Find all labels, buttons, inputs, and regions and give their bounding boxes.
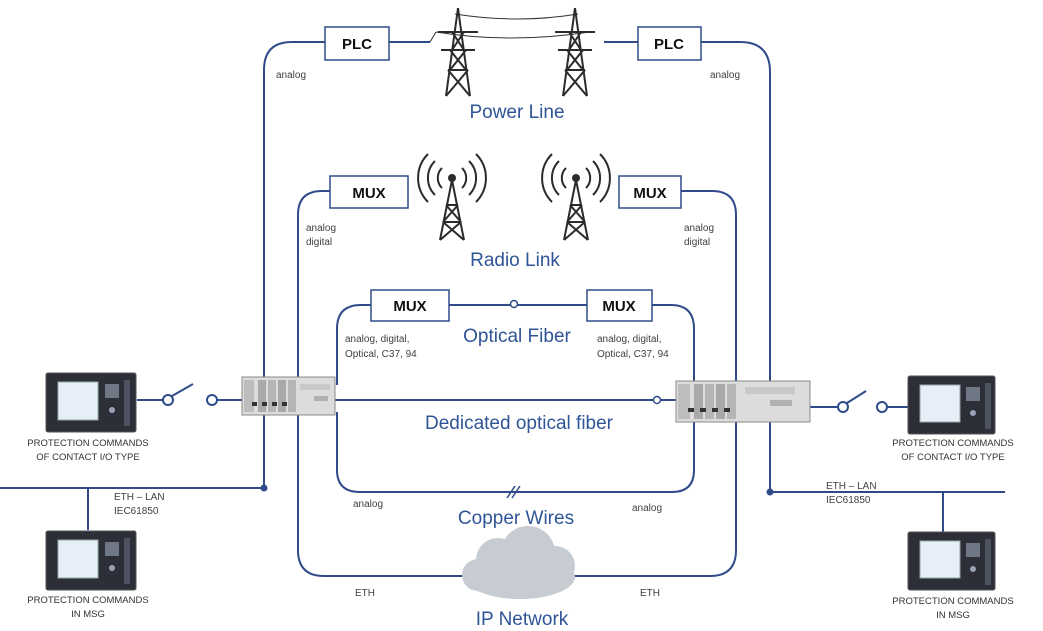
- lan-right-line2: IEC61850: [826, 495, 871, 506]
- cloud-icon: [462, 526, 575, 599]
- plc-right-box: [637, 26, 702, 61]
- fiber-right-line2: Optical, C37, 94: [597, 349, 669, 360]
- caption-right-top-1: PROTECTION COMMANDS: [892, 438, 1013, 449]
- dedicated-fiber-label: Dedicated optical fiber: [425, 413, 614, 434]
- junction-dots: [260, 484, 774, 496]
- line-markers: [509, 299, 662, 405]
- lan-left-line2: IEC61850: [114, 506, 159, 517]
- radio-left-analog-label: analog: [306, 223, 336, 234]
- caption-right-bottom-2: IN MSG: [936, 610, 970, 621]
- fiber-marker: [509, 299, 519, 309]
- mux-fiber-right-label: MUX: [602, 298, 635, 315]
- fiber-right-line1: analog, digital,: [597, 334, 662, 345]
- power-line-path-right: [701, 41, 771, 393]
- right-power-tower-icon: [555, 7, 595, 97]
- relay-left-bottom-icon: [45, 530, 137, 591]
- mux-radio-right-label: MUX: [633, 185, 666, 202]
- ip-network-label: IP Network: [476, 609, 569, 630]
- radio-left-digital-label: digital: [306, 237, 332, 248]
- radio-right-analog-label: analog: [684, 223, 714, 234]
- copper-wires-label: Copper Wires: [458, 508, 574, 529]
- right-teleprotection-unit: [675, 380, 811, 423]
- fiber-left-line2: Optical, C37, 94: [345, 349, 417, 360]
- left-switch: [162, 383, 218, 406]
- caption-left-bottom-1: PROTECTION COMMANDS: [27, 595, 148, 606]
- analog-plc-left-label: analog: [276, 70, 306, 81]
- lan-left-junction: [260, 484, 268, 492]
- relay-right-top-icon: [907, 375, 996, 435]
- optical-fiber-path-left: [336, 304, 371, 385]
- mux-fiber-left-box: [370, 289, 450, 322]
- analog-plc-right-label: analog: [710, 70, 740, 81]
- lan-left-line1: ETH – LAN: [114, 492, 165, 503]
- copper-slash-mark: [506, 485, 521, 499]
- radio-right-digital-label: digital: [684, 237, 710, 248]
- radio-link-label: Radio Link: [470, 250, 560, 271]
- dedicated-fiber-marker: [652, 395, 662, 405]
- copper-left-label: analog: [353, 499, 383, 510]
- power-line-path-left: [263, 41, 325, 385]
- mux-radio-right-box: [618, 175, 682, 209]
- plc-left-label: PLC: [342, 36, 372, 53]
- mux-radio-left-label: MUX: [352, 185, 385, 202]
- lan-right-line1: ETH – LAN: [826, 481, 877, 492]
- plc-right-label: PLC: [654, 36, 684, 53]
- lan-right-junction: [766, 488, 774, 496]
- fiber-left-line1: analog, digital,: [345, 334, 410, 345]
- caption-left-bottom-2: IN MSG: [71, 609, 105, 620]
- left-teleprotection-unit: [241, 376, 336, 416]
- copper-right-label: analog: [632, 503, 662, 514]
- caption-left-top-1: PROTECTION COMMANDS: [27, 438, 148, 449]
- relay-left-top-icon: [45, 372, 137, 433]
- caption-right-top-2: OF CONTACT I/O TYPE: [901, 452, 1004, 463]
- relay-right-bottom-icon: [907, 531, 996, 591]
- caption-left-top-2: OF CONTACT I/O TYPE: [36, 452, 139, 463]
- right-switch: [837, 390, 888, 413]
- optical-fiber-path-right: [652, 304, 695, 393]
- eth-left-label: ETH: [355, 588, 375, 599]
- right-radio-tower-icon: [541, 153, 611, 241]
- mux-radio-left-box: [329, 175, 409, 209]
- left-power-tower-icon: [438, 7, 478, 97]
- mux-fiber-right-box: [586, 289, 653, 322]
- mux-fiber-left-label: MUX: [393, 298, 426, 315]
- boxes: PLC PLC MUX MUX MUX MUX: [324, 26, 702, 322]
- plc-left-box: [324, 26, 390, 61]
- left-radio-tower-icon: [417, 153, 487, 241]
- eth-right-label: ETH: [640, 588, 660, 599]
- caption-right-bottom-1: PROTECTION COMMANDS: [892, 596, 1013, 607]
- power-line-label: Power Line: [469, 102, 564, 123]
- optical-fiber-label: Optical Fiber: [463, 326, 571, 347]
